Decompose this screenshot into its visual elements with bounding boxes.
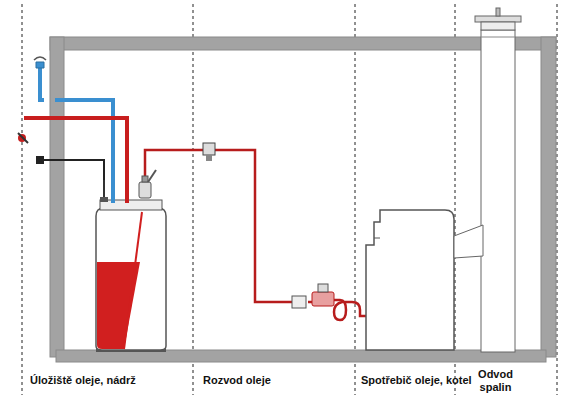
section-label: Úložiště oleje, nádrž bbox=[30, 374, 190, 387]
chimney bbox=[475, 8, 521, 352]
tank bbox=[96, 180, 166, 352]
section-label: Odvod spalin bbox=[468, 368, 523, 394]
section-label: Rozvod oleje bbox=[203, 374, 343, 387]
pipes bbox=[18, 57, 366, 320]
section-dividers bbox=[22, 4, 557, 395]
boiler bbox=[366, 210, 483, 350]
